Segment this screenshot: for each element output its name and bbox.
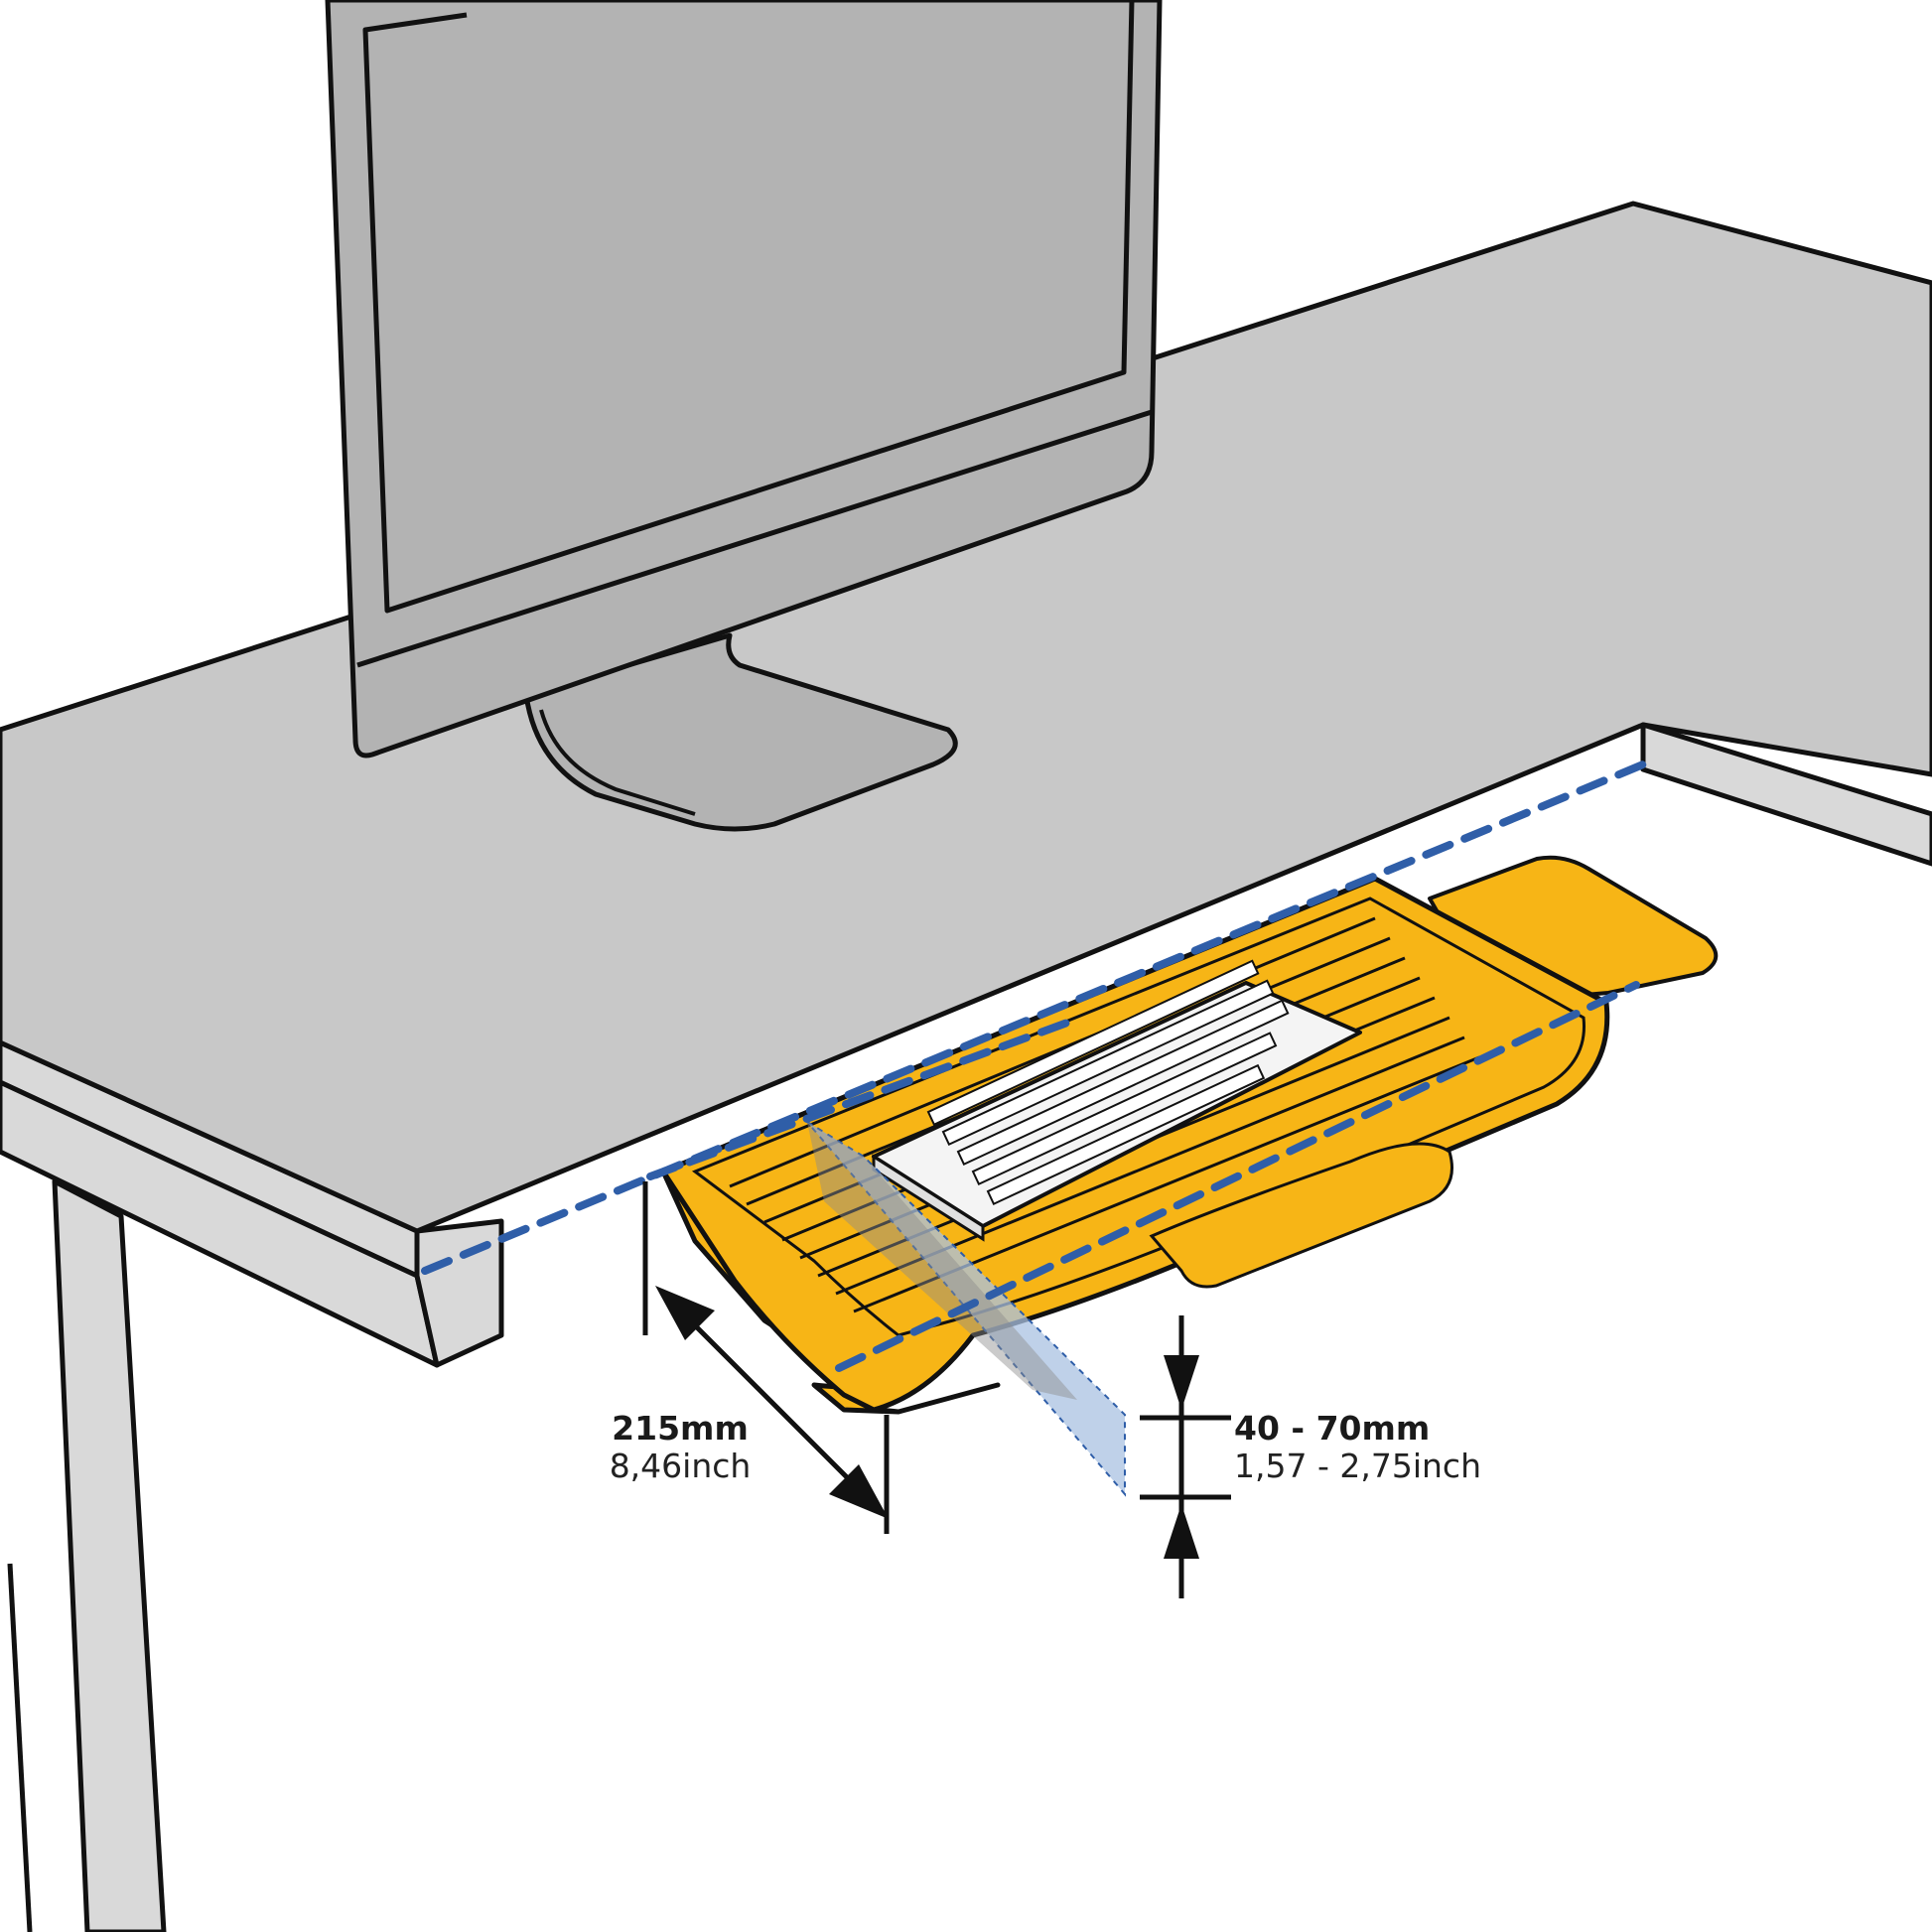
monitor-stand [523, 632, 958, 832]
height-inch-text: 1,57 - 2,75inch [1234, 1446, 1481, 1485]
height-label: 40 - 70mm 1,57 - 2,75inch [1234, 1410, 1481, 1485]
depth-mm-text: 215mm [612, 1409, 749, 1448]
depth-label: 215mm 8,46inch [586, 1410, 774, 1485]
height-mm-text: 40 - 70mm [1234, 1409, 1431, 1448]
depth-inch-text: 8,46inch [609, 1446, 752, 1485]
keyboard [872, 959, 1362, 1242]
desk-top [0, 201, 1932, 1234]
dashed-reference-lines [421, 760, 1647, 1372]
height-dimension [1140, 1315, 1231, 1598]
monitor [325, 0, 1163, 759]
depth-dimension [642, 1181, 890, 1534]
desk-leg-left [7, 1178, 167, 1932]
